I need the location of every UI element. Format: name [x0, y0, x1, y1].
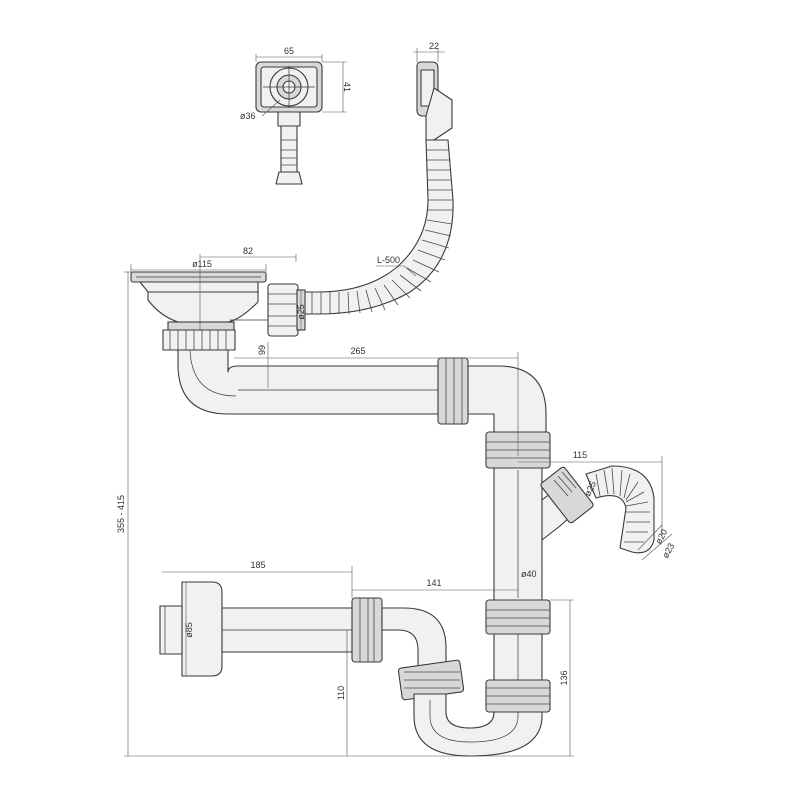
dim-strainer-offset: 82	[243, 246, 253, 256]
side-hose-corrugated	[585, 465, 655, 554]
upper-pipe-run	[177, 349, 551, 469]
hose-connector-nut	[267, 283, 299, 337]
wall-outlet	[159, 581, 383, 677]
dim-side-outlet-length: 115	[573, 450, 587, 460]
dim-rosette-diameter: ø85	[184, 622, 194, 638]
dim-overflow-top-width: 22	[429, 41, 439, 51]
strainer-assembly	[130, 271, 272, 351]
overflow-hose	[299, 61, 454, 315]
trap-u-bend	[413, 631, 543, 757]
overflow-neck	[277, 111, 301, 127]
wall-pipe-nut	[351, 597, 383, 663]
dim-trap-height: 136	[559, 670, 569, 685]
p-trap	[381, 599, 551, 757]
strainer-coupling	[162, 329, 236, 351]
hose-dimensions: 22 L-500	[376, 41, 445, 277]
dim-outlet-height: 110	[336, 686, 346, 700]
overflow-assembly	[255, 61, 323, 185]
upper-tee-elbow	[467, 365, 547, 433]
dim-hose-length: L-500	[377, 255, 400, 265]
dim-overflow-diameter: ø36	[240, 111, 256, 121]
upper-run-dimensions: 265 99	[234, 342, 519, 456]
horizontal-pipe-nut	[437, 357, 469, 425]
dim-horizontal-run: 265	[350, 346, 365, 356]
overflow-spigot-tip	[275, 171, 303, 185]
wall-outlet-dimensions: 185 141 ø85 ø40	[162, 560, 537, 676]
dim-wall-to-trap: 141	[426, 578, 441, 588]
dim-drop-height: 99	[257, 345, 267, 355]
strainer-bowl	[147, 291, 259, 323]
wall-rosette	[181, 581, 223, 677]
trap-upper-nut	[485, 599, 551, 635]
strainer-dimensions: ø115 82	[130, 246, 297, 330]
dim-overflow-width: 65	[284, 46, 294, 56]
dim-total-height: 355 - 415	[116, 495, 126, 533]
dim-strainer-diameter: ø115	[192, 259, 212, 269]
dim-pipe-diameter: ø40	[521, 569, 537, 579]
dim-wall-pipe-length: 185	[250, 560, 265, 570]
trap-inlet-bend	[381, 607, 447, 667]
trap-dimensions: 110 136	[336, 599, 574, 757]
hose-connector: ø25	[267, 283, 306, 337]
dim-overflow-height: 41	[342, 82, 352, 92]
overflow-dimensions: 65 41 ø36	[240, 46, 352, 121]
corrugated-hose	[299, 139, 454, 315]
overall-height-dimension: 355 - 415	[116, 271, 340, 757]
wall-spigot	[159, 605, 183, 655]
vertical-tailpiece	[493, 466, 594, 601]
upper-elbow-and-pipe	[177, 349, 445, 415]
dim-hose-connector-diameter: ø25	[296, 304, 306, 320]
side-outlet-hose	[585, 465, 655, 554]
